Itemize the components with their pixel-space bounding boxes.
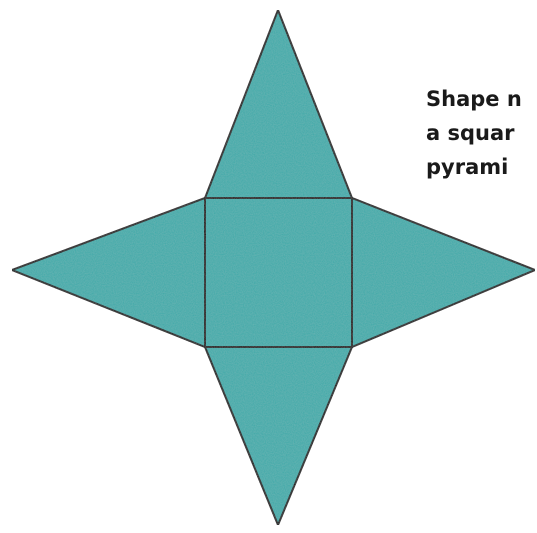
right-triangle-face: [351, 196, 537, 349]
caption-text: Shape n a squar pyrami: [426, 82, 537, 184]
caption-line-3: pyrami: [426, 155, 509, 179]
caption-line-1: Shape n: [426, 87, 522, 111]
bottom-triangle-face: [203, 346, 354, 528]
left-triangle-face: [9, 196, 206, 349]
caption-line-2: a squar: [426, 121, 515, 145]
square-base-face: [204, 197, 353, 348]
top-triangle-face: [203, 7, 354, 199]
